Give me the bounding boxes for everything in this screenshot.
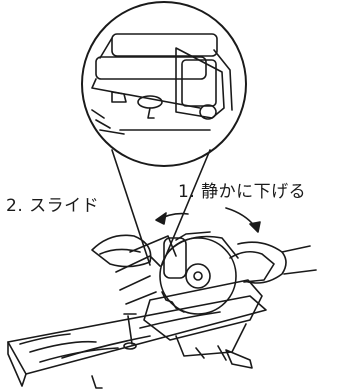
callout-line-right xyxy=(161,149,211,266)
miter-saw xyxy=(7,231,317,389)
handle xyxy=(229,250,275,283)
label-slide: 2. スライド xyxy=(6,196,100,216)
wood-board xyxy=(7,295,267,375)
hand xyxy=(237,241,287,284)
detail-callout xyxy=(81,1,247,266)
label-lower: 1. 静かに下げる xyxy=(178,182,307,202)
callout-line-left xyxy=(111,149,151,266)
arrow-slide xyxy=(155,212,189,225)
arrow-lower xyxy=(225,207,261,233)
saw-blade xyxy=(159,237,237,315)
dust-bag xyxy=(91,234,152,268)
clamp xyxy=(123,313,137,345)
detail-circle xyxy=(81,1,247,167)
detail-mechanism xyxy=(91,33,233,135)
base xyxy=(143,279,263,341)
